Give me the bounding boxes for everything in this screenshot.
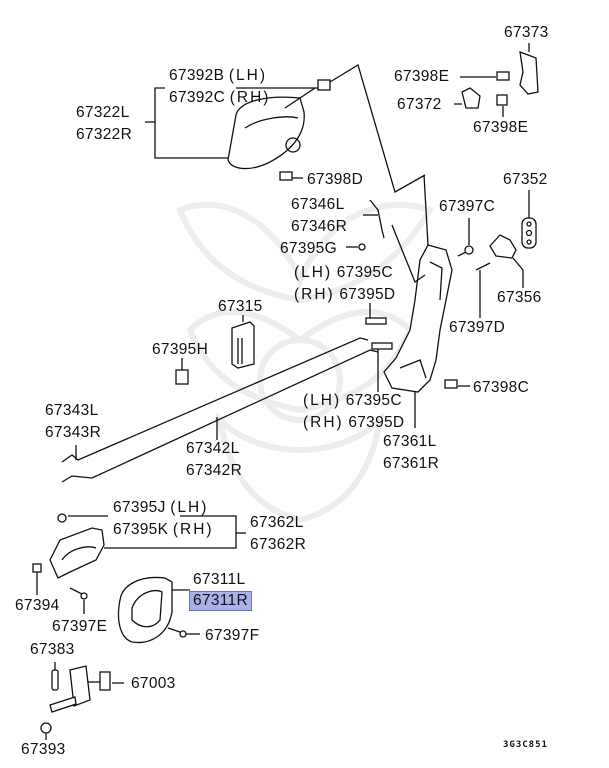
part-label-67395J[interactable]: 67395J (LH) — [113, 499, 208, 517]
part-label-67372[interactable]: 67372 — [397, 96, 442, 113]
part-number: 67392C — [169, 89, 226, 106]
part-label-67342R[interactable]: 67342R — [186, 462, 243, 479]
part-label-67342L[interactable]: 67342L — [186, 440, 240, 457]
part-label-67315[interactable]: 67315 — [218, 298, 263, 315]
part-label-67003[interactable]: 67003 — [131, 675, 176, 692]
part-label-67361L[interactable]: 67361L — [383, 433, 437, 450]
part-label-67343L[interactable]: 67343L — [45, 402, 99, 419]
part-label-67395H[interactable]: 67395H — [152, 341, 209, 358]
figure-code: 3G3C851 — [503, 740, 548, 750]
part-label-67395D-lower[interactable]: (RH) 67395D — [303, 414, 404, 432]
side-rh: (RH) — [303, 414, 344, 431]
part-label-67362L[interactable]: 67362L — [250, 514, 304, 531]
side-lh: (LH) — [170, 499, 209, 516]
part-label-67398D[interactable]: 67398D — [307, 171, 364, 188]
part-number: 67395C — [345, 392, 402, 409]
part-label-67397D[interactable]: 67397D — [449, 319, 506, 336]
watermark-emblem — [176, 201, 435, 524]
part-label-67392C[interactable]: 67392C (RH) — [169, 89, 270, 107]
side-lh: (LH) — [303, 392, 342, 409]
part-label-67398C[interactable]: 67398C — [473, 379, 530, 396]
side-lh: (LH) — [294, 264, 333, 281]
part-number: 67395D — [348, 414, 405, 431]
part-label-67311L[interactable]: 67311L — [193, 571, 246, 588]
part-label-67397E[interactable]: 67397E — [52, 618, 108, 635]
part-label-67395K[interactable]: 67395K (RH) — [113, 521, 214, 539]
part-label-67398E-lower[interactable]: 67398E — [473, 119, 529, 136]
part-label-67393[interactable]: 67393 — [21, 741, 66, 758]
part-label-67383[interactable]: 67383 — [30, 641, 75, 658]
part-number: 67395D — [339, 286, 396, 303]
part-number: 67392B — [169, 67, 225, 84]
side-lh: (LH) — [228, 67, 267, 84]
part-label-67397C[interactable]: 67397C — [439, 198, 496, 215]
part-label-67392B[interactable]: 67392B (LH) — [169, 67, 267, 85]
part-label-67395G[interactable]: 67395G — [280, 240, 337, 257]
part-label-67322L[interactable]: 67322L — [76, 104, 130, 121]
side-rh: (RH) — [294, 286, 335, 303]
side-rh: (RH) — [229, 89, 271, 106]
part-number: 67395J — [113, 499, 166, 516]
part-label-67362R[interactable]: 67362R — [250, 536, 307, 553]
part-label-67395D-upper[interactable]: (RH) 67395D — [294, 286, 395, 304]
part-label-67356[interactable]: 67356 — [497, 289, 542, 306]
part-label-67397F[interactable]: 67397F — [205, 627, 260, 644]
part-label-67343R[interactable]: 67343R — [45, 424, 102, 441]
part-label-67346L[interactable]: 67346L — [291, 196, 345, 213]
part-label-67395C-lower[interactable]: (LH) 67395C — [303, 392, 402, 410]
part-label-67352[interactable]: 67352 — [503, 171, 548, 188]
part-label-67394[interactable]: 67394 — [15, 597, 60, 614]
part-label-67395C-upper[interactable]: (LH) 67395C — [294, 264, 393, 282]
part-label-67373[interactable]: 67373 — [504, 24, 549, 41]
part-label-67311R-selected[interactable]: 67311R — [189, 591, 252, 611]
part-label-67361R[interactable]: 67361R — [383, 455, 440, 472]
part-label-67398E[interactable]: 67398E — [394, 68, 450, 85]
side-rh: (RH) — [172, 521, 214, 538]
part-label-67322R[interactable]: 67322R — [76, 126, 133, 143]
part-number: 67395C — [336, 264, 393, 281]
part-label-67346R[interactable]: 67346R — [291, 218, 348, 235]
part-number: 67395K — [113, 521, 169, 538]
